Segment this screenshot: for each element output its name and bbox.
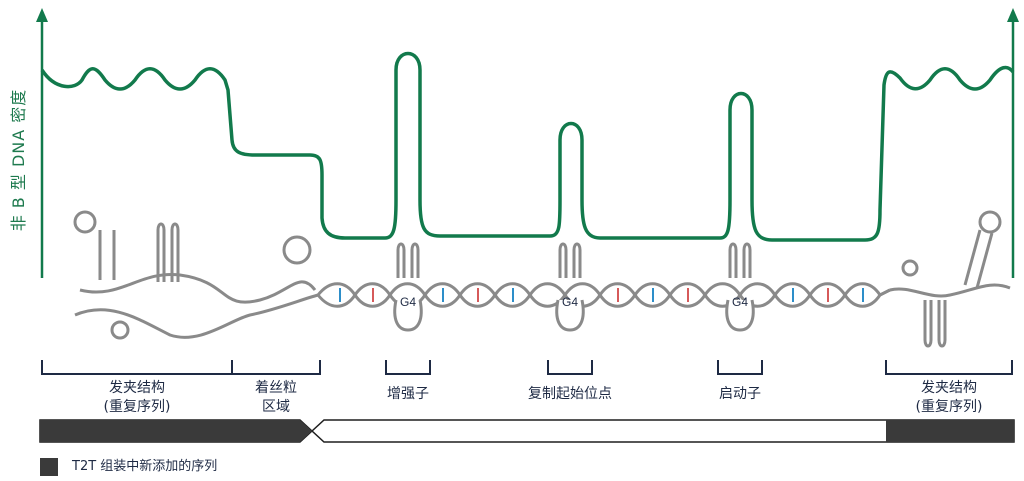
g4-structure-replication-origin: G4: [555, 242, 585, 332]
region-label-centromere: 着丝粒 区域: [236, 379, 316, 417]
bracket-replication-origin: [547, 360, 593, 375]
bracket-enhancer: [385, 360, 431, 375]
region-label-promoter: 启动子: [690, 385, 790, 404]
dna-strand-right: [889, 283, 1011, 298]
g4-label: G4: [400, 295, 416, 309]
region-label-line: 区域: [262, 399, 290, 415]
base-pairs: [339, 288, 864, 302]
dna-strands: [74, 272, 1011, 339]
y-axis-right-arrow: [1007, 8, 1019, 22]
dna-strand-left-upper: [79, 272, 317, 304]
dna-strand-left-lower: [74, 293, 319, 339]
region-label-enhancer: 增强子: [358, 385, 458, 404]
bracket-hairpin-left: [41, 360, 233, 375]
region-label-line: 启动子: [719, 386, 761, 402]
region-label-line: (重复序列): [915, 399, 983, 415]
y-axis-left-arrow: [36, 8, 48, 22]
region-brackets: [41, 360, 1013, 375]
bracket-centromere: [231, 360, 321, 375]
region-label-line: 着丝粒: [255, 380, 297, 396]
t2t-segment-right: [886, 420, 1014, 442]
g4-structure-promoter: G4: [725, 242, 755, 332]
density-curve: [40, 51, 1015, 242]
region-label-hairpin-left: 发夹结构 (重复序列): [62, 379, 212, 417]
region-label-line: (重复序列): [103, 399, 171, 415]
hairpin-structures: [73, 210, 1002, 348]
region-label-line: 发夹结构: [109, 380, 165, 396]
region-label-line: 复制起始位点: [528, 386, 612, 402]
bracket-hairpin-right: [885, 360, 1013, 375]
g4-structure-enhancer: G4: [393, 242, 423, 332]
y-axis-label: 非 B 型 DNA 密度: [9, 88, 28, 232]
legend-text: T2T 组装中新添加的序列: [72, 459, 218, 474]
region-label-line: 发夹结构: [921, 380, 977, 396]
region-label-hairpin-right: 发夹结构 (重复序列): [884, 379, 1014, 417]
legend-swatch: [40, 458, 58, 476]
bracket-promoter: [717, 360, 763, 375]
chromosome-bar: [39, 419, 1015, 443]
t2t-segment-left: [40, 420, 312, 442]
g4-label: G4: [732, 295, 748, 309]
region-label-line: 增强子: [387, 386, 429, 402]
region-label-replication-origin: 复制起始位点: [505, 385, 635, 404]
g4-label: G4: [562, 295, 578, 309]
